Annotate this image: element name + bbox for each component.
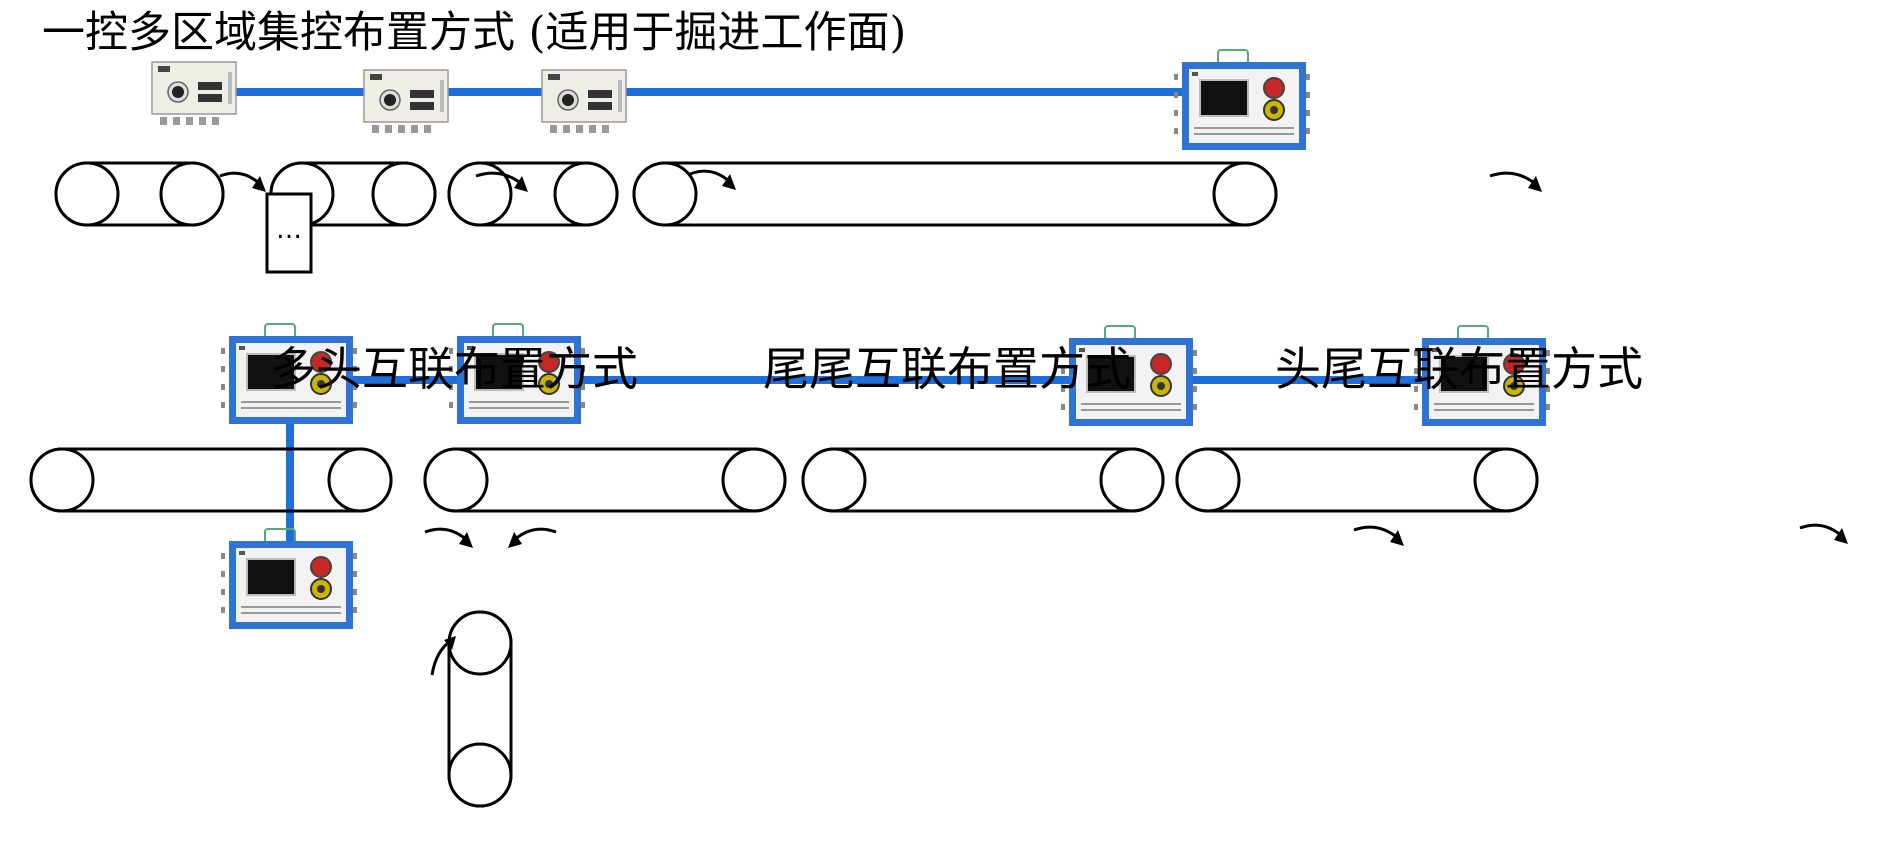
conveyor-roller xyxy=(423,447,489,513)
conveyor-roller xyxy=(1099,447,1165,513)
conveyor-roller xyxy=(29,447,95,513)
control-box-icon xyxy=(448,323,586,425)
control-box-icon xyxy=(1173,49,1311,151)
continuation-box xyxy=(265,192,313,274)
conveyor-roller xyxy=(632,161,698,227)
control-box-body xyxy=(1173,49,1311,151)
conveyors-layer: … xyxy=(29,161,1539,808)
conveyor-roller xyxy=(447,161,513,227)
arrowhead xyxy=(1528,176,1542,192)
control-box-body xyxy=(1060,325,1198,427)
conveyor-roller xyxy=(447,742,513,808)
conveyor-roller xyxy=(1473,447,1539,513)
arrowhead xyxy=(508,532,522,548)
control-box-icon xyxy=(220,323,358,425)
small-control-unit-icon xyxy=(541,69,627,134)
control-box-icon xyxy=(220,528,358,630)
arrowhead xyxy=(252,176,266,192)
conveyor-roller xyxy=(1175,447,1241,513)
control-box-body xyxy=(448,323,586,425)
arrows-layer xyxy=(219,169,1848,676)
arrowhead xyxy=(722,174,736,190)
control-box-icon xyxy=(1413,325,1551,427)
conveyor-roller xyxy=(371,161,437,227)
arrowhead xyxy=(1390,530,1404,546)
arrowhead xyxy=(459,532,473,548)
conveyor-roller xyxy=(327,447,393,513)
conveyor-roller xyxy=(54,161,120,227)
devices-layer xyxy=(151,49,1551,630)
conveyor-belt xyxy=(632,161,1278,227)
conveyor-roller xyxy=(447,610,513,676)
control-box-icon xyxy=(1060,325,1198,427)
arrowhead xyxy=(444,636,456,650)
arrowhead xyxy=(1834,528,1848,544)
conveyor-roller xyxy=(1212,161,1278,227)
conveyor-roller xyxy=(159,161,225,227)
control-box-body xyxy=(220,323,358,425)
control-box-body xyxy=(220,528,358,630)
arrowhead xyxy=(514,176,528,192)
small-control-unit-icon xyxy=(151,61,237,126)
control-box-body xyxy=(1413,325,1551,427)
conveyor-roller xyxy=(721,447,787,513)
ellipsis-icon: … xyxy=(276,215,302,245)
conveyor-roller xyxy=(801,447,867,513)
conveyor-roller xyxy=(553,161,619,227)
small-control-unit-icon xyxy=(363,69,449,134)
